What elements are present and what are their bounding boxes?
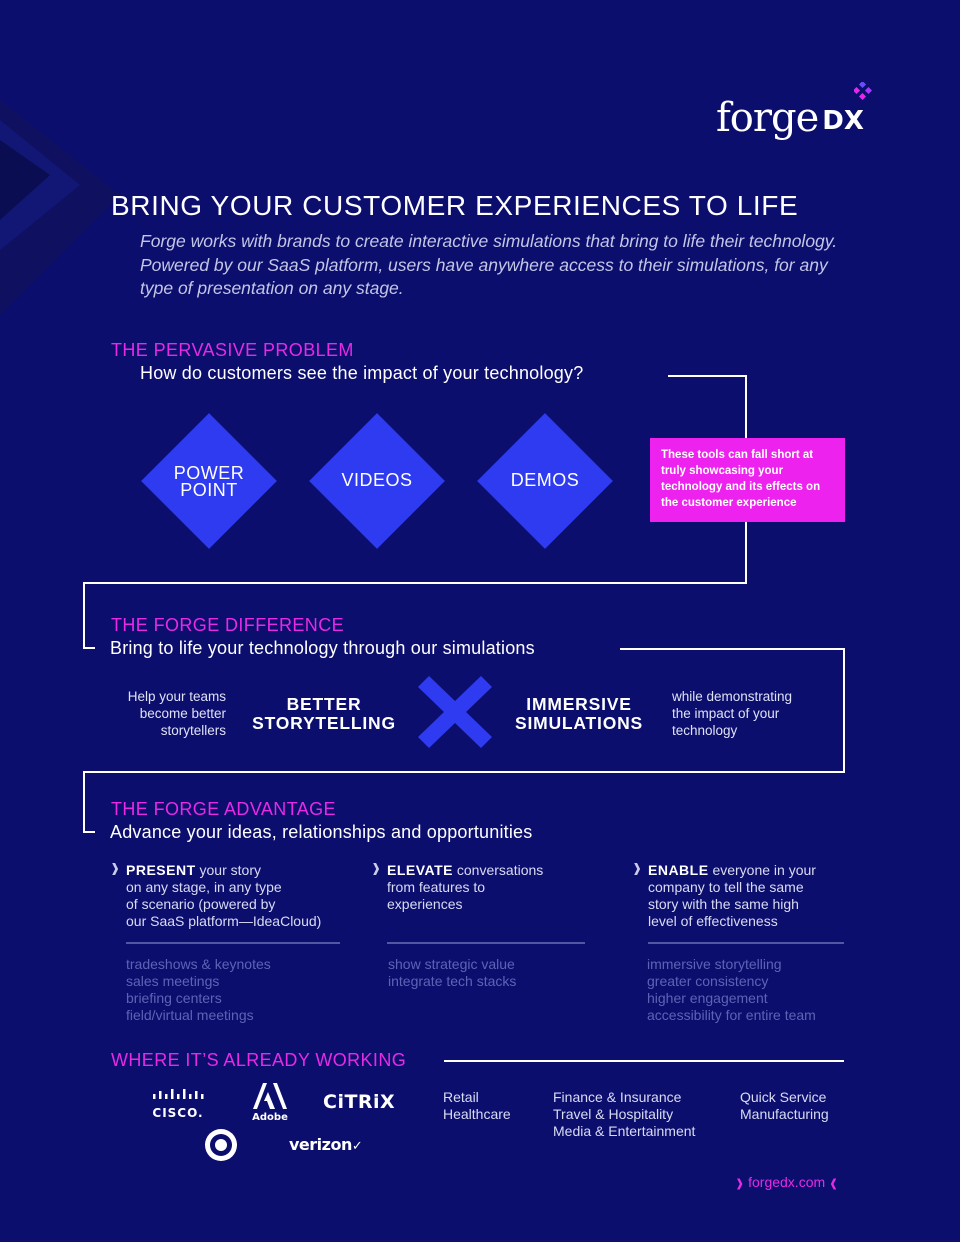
problem-title: THE PERVASIVE PROBLEM xyxy=(111,340,354,360)
intro-paragraph: Forge works with brands to create intera… xyxy=(140,231,838,298)
advantage-line: level of effectiveness xyxy=(648,913,778,929)
logo-wordmark: forge xyxy=(716,95,819,141)
advantage-title: THE FORGE ADVANTAGE xyxy=(111,799,336,819)
advantage-column-elevate: ❱ ELEVATE conversations from features to… xyxy=(371,861,607,989)
adobe-logo: Adobe xyxy=(252,1083,288,1123)
advantage-line: on any stage, in any type xyxy=(126,879,282,895)
advantage-column-enable: ❱ ENABLE everyone in your company to tel… xyxy=(632,861,868,1023)
decorative-corner-shape xyxy=(0,100,120,315)
footer-link[interactable]: ❱ forgedx.com ❰ xyxy=(735,1174,838,1190)
advantage-line: experiences xyxy=(387,896,463,912)
chevron-left-icon: ❰ xyxy=(829,1178,839,1190)
cisco-logo: CISCO. xyxy=(150,1088,206,1120)
cross-x-icon xyxy=(418,676,492,748)
page-headline: BRING YOUR CUSTOMER EXPERIENCES TO LIFE xyxy=(111,190,799,221)
advantage-subtitle: Advance your ideas, relationships and op… xyxy=(110,822,533,842)
chevron-right-icon: ❱ xyxy=(632,861,643,875)
problem-callout: These tools can fall short at truly show… xyxy=(650,438,845,522)
advantage-line: company to tell the same xyxy=(648,879,804,895)
chevron-right-icon: ❱ xyxy=(371,861,382,875)
target-logo-icon xyxy=(205,1129,237,1161)
adobe-a-icon xyxy=(253,1083,287,1109)
advantage-lead: ELEVATE conversations xyxy=(387,862,544,878)
advantage-column-present: ❱ PRESENT your story on any stage, in an… xyxy=(110,861,346,1023)
advantage-line: our SaaS platform—IdeaCloud) xyxy=(126,913,322,929)
problem-subtitle: How do customers see the impact of your … xyxy=(140,363,584,383)
advantage-lead: ENABLE everyone in your xyxy=(648,862,816,878)
advantage-lead: PRESENT your story xyxy=(126,862,261,878)
chevron-right-icon: ❱ xyxy=(735,1178,745,1190)
working-title: WHERE IT’S ALREADY WORKING xyxy=(111,1050,407,1070)
logo-suffix: DX xyxy=(822,106,864,136)
checkmark-icon: ✓ xyxy=(351,1139,363,1154)
forge-dx-logo: forge DX xyxy=(716,78,872,141)
advantage-line: from features to xyxy=(387,879,486,895)
tool-label-videos: VIDEOS xyxy=(341,470,413,490)
citrix-logo: CiTRiX xyxy=(323,1091,396,1113)
verizon-logo: verizon✓ xyxy=(289,1135,363,1154)
chevron-right-icon: ❱ xyxy=(110,861,121,875)
logo-x-icon xyxy=(854,82,872,100)
cisco-bars-icon xyxy=(153,1089,204,1099)
tool-label-demos: DEMOS xyxy=(510,470,580,490)
advantage-line: of scenario (powered by xyxy=(126,896,276,912)
website-url[interactable]: forgedx.com xyxy=(748,1174,826,1190)
difference-subtitle: Bring to life your technology through ou… xyxy=(110,638,535,658)
difference-title: THE FORGE DIFFERENCE xyxy=(111,615,345,635)
advantage-line: story with the same high xyxy=(648,896,799,912)
